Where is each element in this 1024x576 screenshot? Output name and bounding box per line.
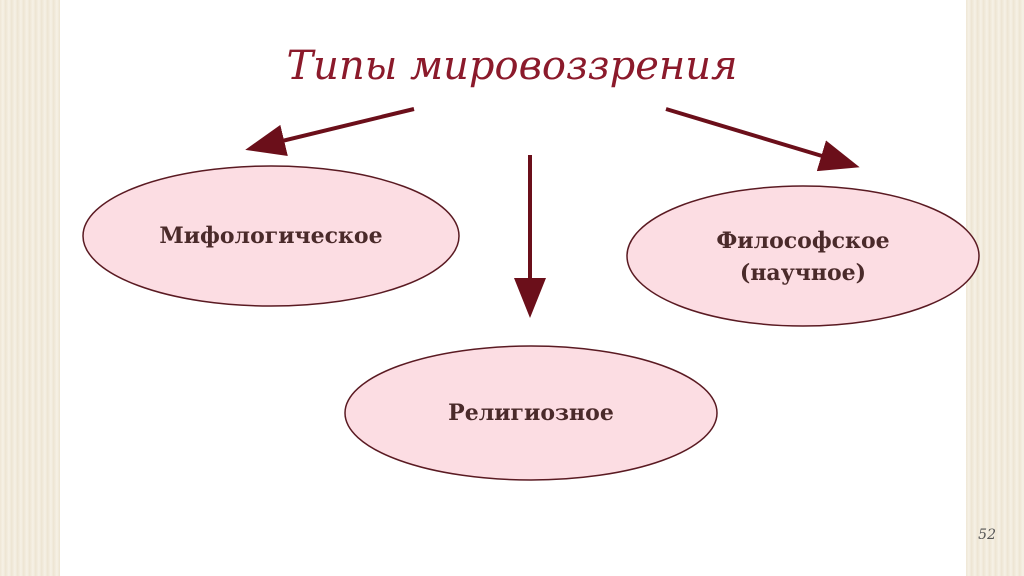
node-philosophical: Философское (научное) [627,222,979,292]
left-decor-strip [0,0,60,576]
ellipse-philosophical [626,185,980,327]
node-philosophical-label-line1: Философское [716,228,890,254]
right-decor-strip [966,0,1024,576]
node-mythological-label: Мифологическое [159,223,383,249]
arrow-to-mythological [245,107,415,157]
ellipse-mythological [82,165,460,307]
page-number: 52 [978,527,996,543]
slide-title: Типы мировоззрения [286,43,738,89]
node-religious: Религиозное [345,383,717,443]
node-religious-label: Религиозное [448,400,614,426]
ellipse-religious [344,345,718,481]
arrow-to-philosophical [665,107,860,172]
node-philosophical-label-line2: (научное) [739,260,867,286]
node-mythological: Мифологическое [83,206,459,266]
